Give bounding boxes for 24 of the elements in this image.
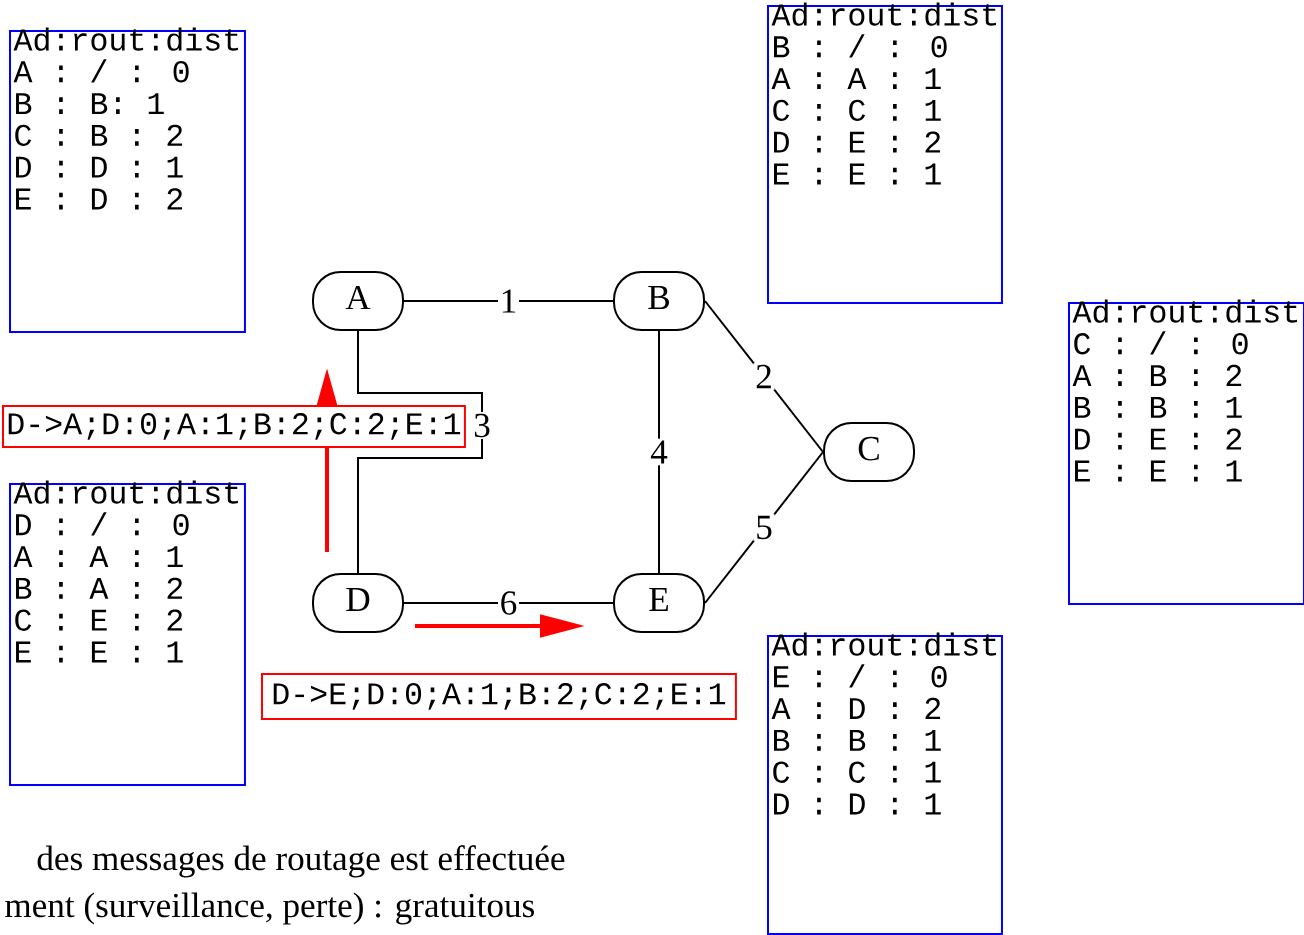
router-node: A (312, 271, 404, 331)
edge-label: 1 (497, 287, 520, 315)
routing-table: Ad:rout:dist A : / : 0 B : B: 1 C : B : 2 D : D : 1 E : D : 2 (9, 27, 246, 333)
connector-line (403, 602, 614, 604)
edge-label: 2 (753, 363, 775, 390)
routing-table: Ad:rout:dist D : / : 0 A : A : 1 B : A : 2 C : E : 2 E : E : 1 (9, 480, 246, 786)
router-node: E (613, 573, 705, 633)
routing-table: Ad:rout:dist E : / : 0 A : D : 2 B : B : 1 C : C : 1 D : D : 1 (767, 632, 1003, 935)
message-box: D->E;D:0;A:1;B:2;C:2;E:1 (261, 673, 737, 720)
edge-label: 6 (497, 589, 520, 617)
edge-label: 3 (471, 411, 493, 440)
router-node: B (613, 271, 705, 331)
connector-line (357, 330, 483, 574)
connector-line (658, 330, 660, 574)
connector-line (403, 300, 614, 302)
edge-label: 5 (753, 514, 775, 541)
routing-table: Ad:rout:dist B : / : 0 A : A : 1 C : C : 1 D : E : 2 E : E : 1 (767, 2, 1003, 304)
routing-table: Ad:rout:dist C : / : 0 A : B : 2 B : B : 1 D : E : 2 E : E : 1 (1068, 299, 1304, 605)
router-node: C (823, 422, 915, 482)
note-text: ment (surveillance, perte) : gratuitous (5, 892, 534, 925)
message-box: D->A;D:0;A:1;B:2;C:2;E:1 (2, 405, 466, 448)
note-text: des messages de routage est effectuée (37, 845, 565, 878)
edge-label: 4 (648, 438, 670, 466)
router-node: D (312, 573, 404, 633)
